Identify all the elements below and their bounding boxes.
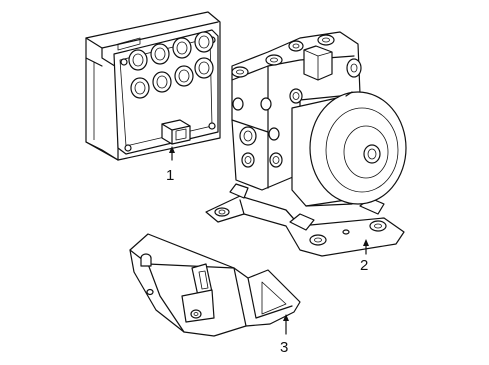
callout-3: 3 (280, 314, 289, 356)
module-connector (161, 119, 191, 145)
abs-modulator-assembly (205, 31, 407, 257)
callout-label-1: 1 (166, 167, 174, 184)
modulator-bracket (205, 183, 405, 257)
callout-1: 1 (166, 146, 175, 184)
callout-label-3: 3 (280, 339, 288, 356)
mounting-bracket (129, 233, 301, 337)
electronic-module (85, 11, 221, 161)
pump-motor (291, 91, 407, 207)
coil-sockets (128, 31, 214, 99)
callout-label-2: 2 (360, 257, 368, 274)
callout-2: 2 (360, 239, 369, 274)
